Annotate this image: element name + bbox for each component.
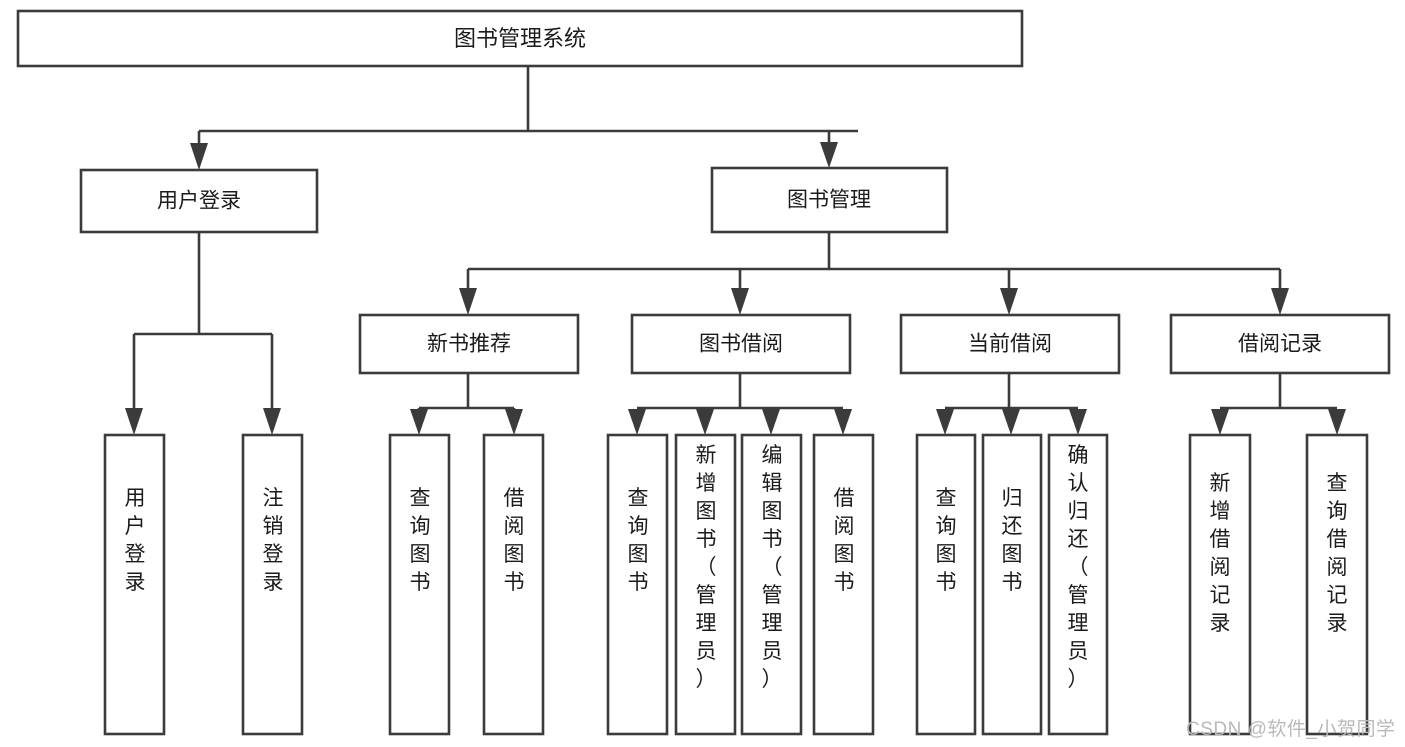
node-leaf-query-record-box[interactable] (1305, 433, 1369, 736)
node-leaf-borrow-book-1[interactable]: 借阅图书 (482, 433, 545, 736)
node-leaf-borrow-book-1-box[interactable] (482, 433, 545, 736)
node-leaf-user-login-label: 用户登录 (125, 487, 146, 594)
node-leaf-return-book-box[interactable] (981, 433, 1043, 736)
node-leaf-query-book-2-label: 查询图书 (628, 487, 649, 594)
arrow-head-current-borrow (1000, 288, 1018, 315)
arrow-head-new-book-recommend (459, 288, 477, 315)
node-book-borrow-box[interactable] (630, 313, 852, 375)
node-borrow-record-box[interactable] (1169, 313, 1391, 375)
node-leaf-borrow-book-2-label: 借阅图书 (834, 487, 855, 594)
arrow-head-leaf-return-book (1002, 409, 1020, 435)
node-book-management-box[interactable] (710, 166, 949, 234)
node-new-book-recommend[interactable]: 新书推荐 (358, 313, 580, 375)
node-leaf-query-book-1-box[interactable] (388, 433, 451, 736)
node-new-book-recommend-label: 新书推荐 (427, 333, 511, 356)
node-leaf-return-book[interactable]: 归还图书 (981, 433, 1043, 736)
node-leaf-add-record-label: 新增借阅记录 (1210, 472, 1231, 635)
node-root[interactable]: 图书管理系统 (16, 9, 1024, 68)
node-leaf-add-book-label: 新增图书（管理员） (696, 444, 717, 691)
node-leaf-logout-login-box[interactable] (241, 433, 304, 736)
node-current-borrow[interactable]: 当前借阅 (899, 313, 1121, 375)
node-new-book-recommend-box[interactable] (358, 313, 580, 375)
arrow-head-leaf-query-book-2 (628, 409, 646, 435)
node-leaf-query-book-2[interactable]: 查询图书 (606, 433, 669, 736)
node-leaf-confirm-return[interactable]: 确认归还（管理员） (1047, 433, 1109, 736)
node-user-login[interactable]: 用户登录 (79, 168, 319, 234)
node-leaf-query-record[interactable]: 查询借阅记录 (1305, 433, 1369, 736)
node-leaf-query-book-2-box[interactable] (606, 433, 669, 736)
node-current-borrow-label: 当前借阅 (968, 333, 1052, 356)
node-root-box[interactable] (16, 9, 1024, 68)
node-leaf-query-book-3-label: 查询图书 (936, 487, 957, 594)
node-current-borrow-box[interactable] (899, 313, 1121, 375)
arrow-head-book-management (820, 142, 838, 168)
arrow-head-leaf-borrow-book-2 (834, 409, 852, 435)
node-leaf-add-record-box[interactable] (1188, 433, 1252, 736)
arrow-head-leaf-logout-login (263, 408, 281, 435)
arrow-head-book-borrow (731, 288, 749, 315)
csdn-watermark: CSDN @软件_小贺同学 (1186, 719, 1396, 740)
node-leaf-borrow-book-1-label: 借阅图书 (504, 487, 525, 594)
node-leaf-logout-login-label: 注销登录 (263, 487, 284, 594)
arrow-head-leaf-query-book-1 (410, 409, 428, 435)
node-leaf-edit-book-label: 编辑图书（管理员） (762, 444, 783, 691)
node-leaf-query-book-1[interactable]: 查询图书 (388, 433, 451, 736)
node-leaf-query-record-label: 查询借阅记录 (1327, 472, 1348, 635)
arrow-head-leaf-add-record (1211, 409, 1229, 435)
node-leaf-logout-login[interactable]: 注销登录 (241, 433, 304, 736)
node-leaf-add-book[interactable]: 新增图书（管理员） (674, 433, 737, 736)
node-leaf-query-book-1-label: 查询图书 (410, 487, 431, 594)
node-leaf-confirm-return-box[interactable] (1047, 433, 1109, 736)
node-borrow-record-label: 借阅记录 (1238, 333, 1322, 356)
node-leaf-add-book-box[interactable] (674, 433, 737, 736)
node-leaf-add-record[interactable]: 新增借阅记录 (1188, 433, 1252, 736)
arrow-head-leaf-borrow-book-1 (505, 409, 523, 435)
node-leaf-edit-book-box[interactable] (740, 433, 803, 736)
node-leaf-confirm-return-label: 确认归还（管理员） (1068, 444, 1089, 691)
node-leaf-borrow-book-2-box[interactable] (812, 433, 875, 736)
node-root-label: 图书管理系统 (454, 26, 586, 51)
arrow-head-leaf-confirm-return (1069, 409, 1087, 435)
arrow-head-leaf-query-book-3 (936, 409, 954, 435)
arrow-head-leaf-user-login (125, 408, 143, 435)
node-leaf-return-book-label: 归还图书 (1002, 487, 1023, 594)
node-leaf-edit-book[interactable]: 编辑图书（管理员） (740, 433, 803, 736)
node-leaf-query-book-3-box[interactable] (915, 433, 977, 736)
node-leaf-borrow-book-2[interactable]: 借阅图书 (812, 433, 875, 736)
arrow-head-leaf-add-book (696, 409, 714, 435)
node-leaf-query-book-3[interactable]: 查询图书 (915, 433, 977, 736)
connector-group (125, 66, 1346, 435)
arrow-head-leaf-query-record (1328, 409, 1346, 435)
node-borrow-record[interactable]: 借阅记录 (1169, 313, 1391, 375)
arrow-head-borrow-record (1271, 288, 1289, 315)
node-book-borrow-label: 图书借阅 (699, 333, 783, 356)
node-leaf-user-login[interactable]: 用户登录 (103, 433, 166, 736)
node-user-login-label: 用户登录 (157, 190, 241, 213)
node-book-borrow[interactable]: 图书借阅 (630, 313, 852, 375)
node-book-management-label: 图书管理 (787, 189, 871, 212)
node-book-management[interactable]: 图书管理 (710, 166, 949, 234)
node-leaf-user-login-box[interactable] (103, 433, 166, 736)
node-user-login-box[interactable] (79, 168, 319, 234)
arrow-head-leaf-edit-book (762, 409, 780, 435)
arrow-head-user-login (190, 143, 208, 170)
